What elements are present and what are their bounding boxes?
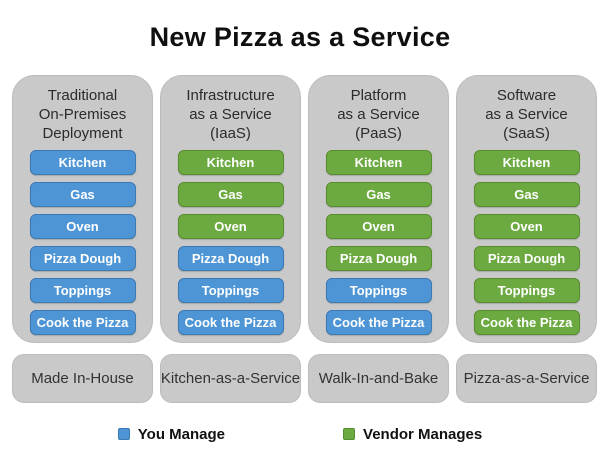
service-item: Toppings [29,278,136,303]
delivery-model-label: Walk-In-and-Bake [308,354,449,403]
service-item: Kitchen [325,150,432,175]
column-header-line: as a Service [337,106,420,123]
column-header: Platform as a Service (PaaS) [337,86,420,150]
service-item: Kitchen [177,150,284,175]
service-item: Cook the Pizza [29,310,136,335]
column-header-line: (PaaS) [355,125,402,142]
delivery-model-label: Kitchen-as-a-Service [160,354,301,403]
service-item: Pizza Dough [473,246,580,271]
column-header-line: as a Service [485,106,568,123]
service-item: Cook the Pizza [325,310,432,335]
column-header-line: (IaaS) [210,125,251,142]
service-item: Kitchen [29,150,136,175]
service-item: Toppings [325,278,432,303]
column-header: Infrastructure as a Service (IaaS) [186,86,274,150]
service-item: Gas [29,182,136,207]
service-item: Oven [177,214,284,239]
vendor-manages-swatch [343,428,356,440]
column-header-line: On-Premises [38,106,127,123]
delivery-model-label: Pizza-as-a-Service [456,354,597,403]
service-item: Kitchen [473,150,580,175]
column-header-line: (SaaS) [503,125,550,142]
service-item: Gas [473,182,580,207]
column-header-line: Software [496,87,557,104]
you-manage-swatch [117,428,130,440]
service-item: Pizza Dough [29,246,136,271]
service-item: Oven [325,214,432,239]
page-title: New Pizza as a Service [149,22,451,52]
service-item: Toppings [473,278,580,303]
delivery-model-label: Made In-House [12,354,153,403]
service-item: Cook the Pizza [473,310,580,335]
column-header-line: as a Service [189,106,272,123]
service-item: Cook the Pizza [177,310,284,335]
legend-label: You Manage [137,425,226,443]
column-header-line: Deployment [42,125,123,142]
service-item: Gas [177,182,284,207]
service-item: Pizza Dough [177,246,284,271]
service-item: Oven [29,214,136,239]
legend-label: Vendor Manages [363,425,483,443]
legend: You Manage Vendor Manages [0,425,600,443]
column-header: Software as a Service (SaaS) [485,86,568,150]
legend-item: Vendor Manages [343,425,482,443]
service-item: Gas [325,182,432,207]
service-item: Pizza Dough [325,246,432,271]
legend-item: You Manage [117,425,226,443]
column-header-line: Traditional [47,87,118,104]
column-header-line: Platform [350,87,407,104]
service-item: Toppings [177,278,284,303]
column-header-line: Infrastructure [186,87,275,104]
service-item: Oven [473,214,580,239]
